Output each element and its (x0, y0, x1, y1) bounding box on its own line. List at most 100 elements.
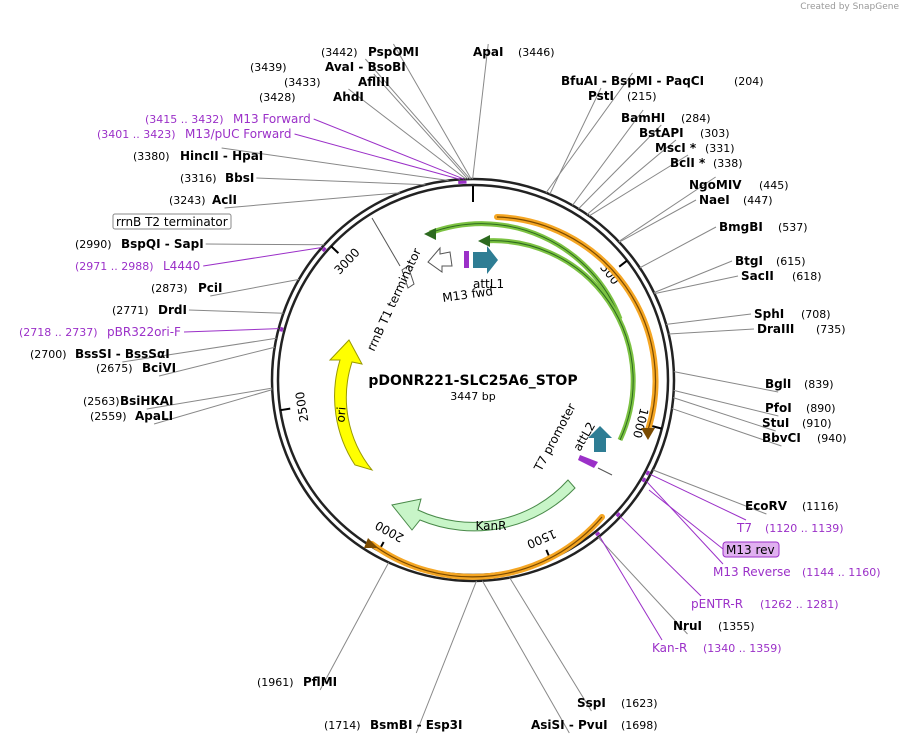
rrnb-t2-label: rrnB T2 terminator (116, 215, 228, 229)
site-position: (331) (705, 142, 735, 155)
site-leader (578, 124, 662, 210)
green-arc-outer-head (424, 228, 436, 240)
site-position: (618) (792, 270, 822, 283)
site-position: (1355) (718, 620, 755, 633)
site-name: BsmBI - Esp3I (370, 718, 462, 732)
rrnb-t1-label: rrnB T1 terminator (364, 246, 424, 353)
primer-leader (184, 328, 279, 333)
site-position: (1116) (802, 500, 839, 513)
attl1-feature (473, 246, 498, 274)
site-name: AclI (212, 193, 237, 207)
site-leader (668, 328, 755, 335)
site-name: PfoI (765, 401, 792, 415)
site-position: (1714) (324, 719, 361, 732)
primer-mark (615, 512, 621, 518)
t7-promoter-mark (597, 467, 613, 476)
tick-label: 2000 (373, 518, 407, 545)
site-name: BbsI (225, 171, 254, 185)
primer-mark (321, 246, 327, 253)
site-position: (3243) (169, 194, 206, 207)
site-leader (671, 408, 782, 447)
site-leader-lines (122, 43, 782, 734)
site-leader (364, 58, 471, 180)
green-arc-inner-core (483, 240, 634, 441)
site-position: (204) (734, 75, 764, 88)
site-name: ApaLI (135, 409, 173, 423)
site-position: (215) (627, 90, 657, 103)
site-position: (3380) (133, 150, 170, 163)
ori-feature (328, 339, 374, 471)
site-leader (653, 260, 733, 294)
tick-mark (280, 407, 291, 412)
site-name: BglI (765, 377, 791, 391)
kanr-feature (391, 479, 576, 532)
primer-mark (279, 326, 284, 332)
site-leader (153, 389, 273, 425)
m13-rev-leader (648, 489, 724, 550)
primer-range: (2971 .. 2988) (75, 260, 154, 273)
site-leader (224, 192, 401, 209)
site-position: (615) (776, 255, 806, 268)
ori-label: ori (333, 406, 348, 423)
m13-rev-label: M13 rev (726, 543, 775, 557)
site-position: (445) (759, 179, 789, 192)
primer-mark (645, 470, 651, 476)
site-leader (572, 109, 644, 206)
site-name: BfuAI - BspMI - PaqCI (561, 74, 704, 88)
site-name: BssSI - BssSαI (75, 347, 170, 361)
site-name: BsiHKAI (120, 394, 174, 408)
rrnb-t1-feature (427, 246, 453, 273)
site-position: (940) (817, 432, 847, 445)
site-leader (673, 397, 776, 432)
orange-arc-top-core (496, 216, 657, 431)
site-name: ApaI (473, 45, 503, 59)
site-leader (618, 176, 716, 242)
site-leader (373, 73, 469, 180)
primer-range: (1262 .. 1281) (760, 598, 839, 611)
site-position: (2700) (30, 348, 67, 361)
site-leader (415, 580, 477, 734)
site-name: StuI (762, 416, 789, 430)
site-position: (1698) (621, 719, 658, 732)
primer-leader (313, 118, 465, 180)
site-leader (619, 199, 697, 243)
orange-arc-bottom-head (364, 538, 378, 548)
site-name: HincII - HpaI (180, 149, 263, 163)
primer-leader (646, 481, 724, 565)
primer-leader (203, 247, 322, 267)
site-name: AhdI (333, 90, 364, 104)
primer-name: M13 Reverse (713, 565, 791, 579)
primer-labels: M13 Forward(3415 .. 3432)M13/pUC Forward… (19, 112, 881, 655)
site-name: BciVI (142, 361, 176, 375)
site-leader (256, 177, 426, 186)
tick-mark (618, 259, 628, 268)
site-name: BtgI (735, 254, 763, 268)
site-leader (509, 577, 592, 712)
rrnb-t2-feature (401, 265, 415, 289)
site-name: BstAPI (639, 126, 684, 140)
site-name: PstI (588, 89, 614, 103)
snapgene-credit: Created by SnapGene (800, 2, 899, 12)
rrnb-t2-leader (371, 217, 401, 267)
orange-arc-bottom-core (371, 516, 603, 578)
primer-leader (650, 473, 747, 521)
primer-leader (620, 516, 702, 597)
site-leader (673, 371, 779, 393)
site-name: BspQI - SapI (121, 237, 204, 251)
site-position: (284) (681, 112, 711, 125)
site-name: SphI (754, 307, 784, 321)
site-leader (348, 88, 467, 180)
primer-name: L4440 (163, 259, 200, 273)
site-position: (910) (802, 417, 832, 430)
site-position: (2563) (83, 395, 120, 408)
attl1-label: attL1 (473, 277, 504, 291)
site-name: DrdI (158, 303, 187, 317)
primer-mark (594, 531, 601, 537)
site-name: BbvCI (762, 431, 801, 445)
kanr-label: KanR (476, 519, 507, 533)
site-position: (338) (713, 157, 743, 170)
site-name: BamHI (621, 111, 665, 125)
site-name: DraIII (757, 322, 794, 336)
m13-fwd-label: M13 fwd (441, 284, 493, 305)
site-leader (545, 72, 633, 194)
